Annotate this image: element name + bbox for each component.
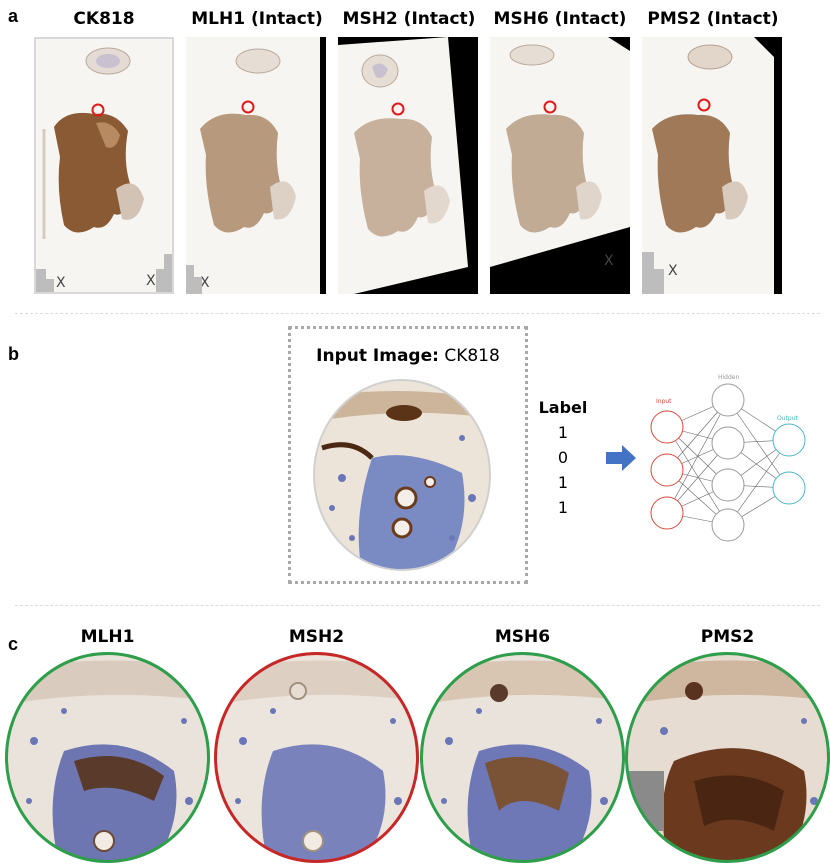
- label-value: 1: [557, 473, 569, 492]
- slide-title-ck818: CK818: [73, 9, 135, 29]
- tile-title-msh2: MSH2: [288, 627, 345, 647]
- hidden-node: [711, 426, 745, 460]
- output-layer-label: Output: [777, 415, 798, 422]
- label-value: 1: [557, 498, 569, 517]
- input-tile-image: [313, 379, 491, 571]
- slide-mark-x: X: [668, 263, 678, 279]
- slide-mark-x: X: [146, 273, 156, 289]
- input-image-value: CK818: [444, 346, 500, 366]
- slide-title-msh2: MSH2 (Intact): [342, 9, 476, 29]
- tile-image-pms2: [625, 652, 830, 863]
- input-node: [650, 453, 684, 487]
- tile-title-msh6: MSH6: [494, 627, 551, 647]
- neural-network-diagram: Input Hidden Output: [650, 374, 806, 542]
- roi-circle: [543, 100, 557, 114]
- slide-image-msh6: X: [490, 37, 630, 294]
- output-node: [772, 423, 806, 457]
- label-header: Label: [538, 398, 588, 417]
- panel-b-letter: b: [8, 344, 19, 364]
- right-arrow-icon: [606, 445, 636, 471]
- input-image-label: Input Image:: [316, 346, 439, 366]
- tile-title-mlh1: MLH1: [80, 627, 135, 647]
- label-column: Label 1 0 1 1: [535, 395, 591, 520]
- label-value: 1: [557, 423, 569, 442]
- hidden-layer-label: Hidden: [718, 374, 739, 381]
- slide-mark-x: X: [200, 275, 210, 291]
- hidden-node: [711, 468, 745, 502]
- separator-ab: [15, 313, 820, 314]
- slide-title-pms2: PMS2 (Intact): [647, 9, 779, 29]
- slide-title-msh6: MSH6 (Intact): [493, 9, 627, 29]
- hidden-node: [711, 508, 745, 542]
- slide-title-mlh1: MLH1 (Intact): [191, 9, 323, 29]
- panel-c-letter: c: [8, 634, 19, 654]
- roi-circle: [391, 102, 405, 116]
- slide-mark-x: X: [604, 253, 614, 269]
- input-image-title: Input Image: CK818: [288, 346, 528, 366]
- input-node: [650, 496, 684, 530]
- tile-image-msh2: [214, 652, 419, 863]
- roi-circle: [241, 100, 255, 114]
- input-box: [288, 326, 528, 584]
- roi-circle: [697, 98, 711, 112]
- tile-image-msh6: [420, 652, 625, 863]
- roi-circle: [91, 103, 105, 117]
- slide-image-pms2: X: [642, 37, 782, 294]
- tile-title-pms2: PMS2: [700, 627, 755, 647]
- slide-image-mlh1: X: [186, 37, 326, 294]
- input-node: [650, 410, 684, 444]
- slide-image-ck818: X X: [34, 37, 174, 294]
- input-layer-label: Input: [656, 398, 672, 405]
- panel-a-letter: a: [8, 6, 19, 26]
- tile-image-mlh1: [5, 652, 210, 863]
- hidden-node: [711, 383, 745, 417]
- label-value: 0: [557, 448, 569, 467]
- separator-bc: [15, 605, 820, 606]
- slide-image-msh2: [338, 37, 478, 294]
- slide-mark-x: X: [56, 275, 66, 291]
- output-node: [772, 471, 806, 505]
